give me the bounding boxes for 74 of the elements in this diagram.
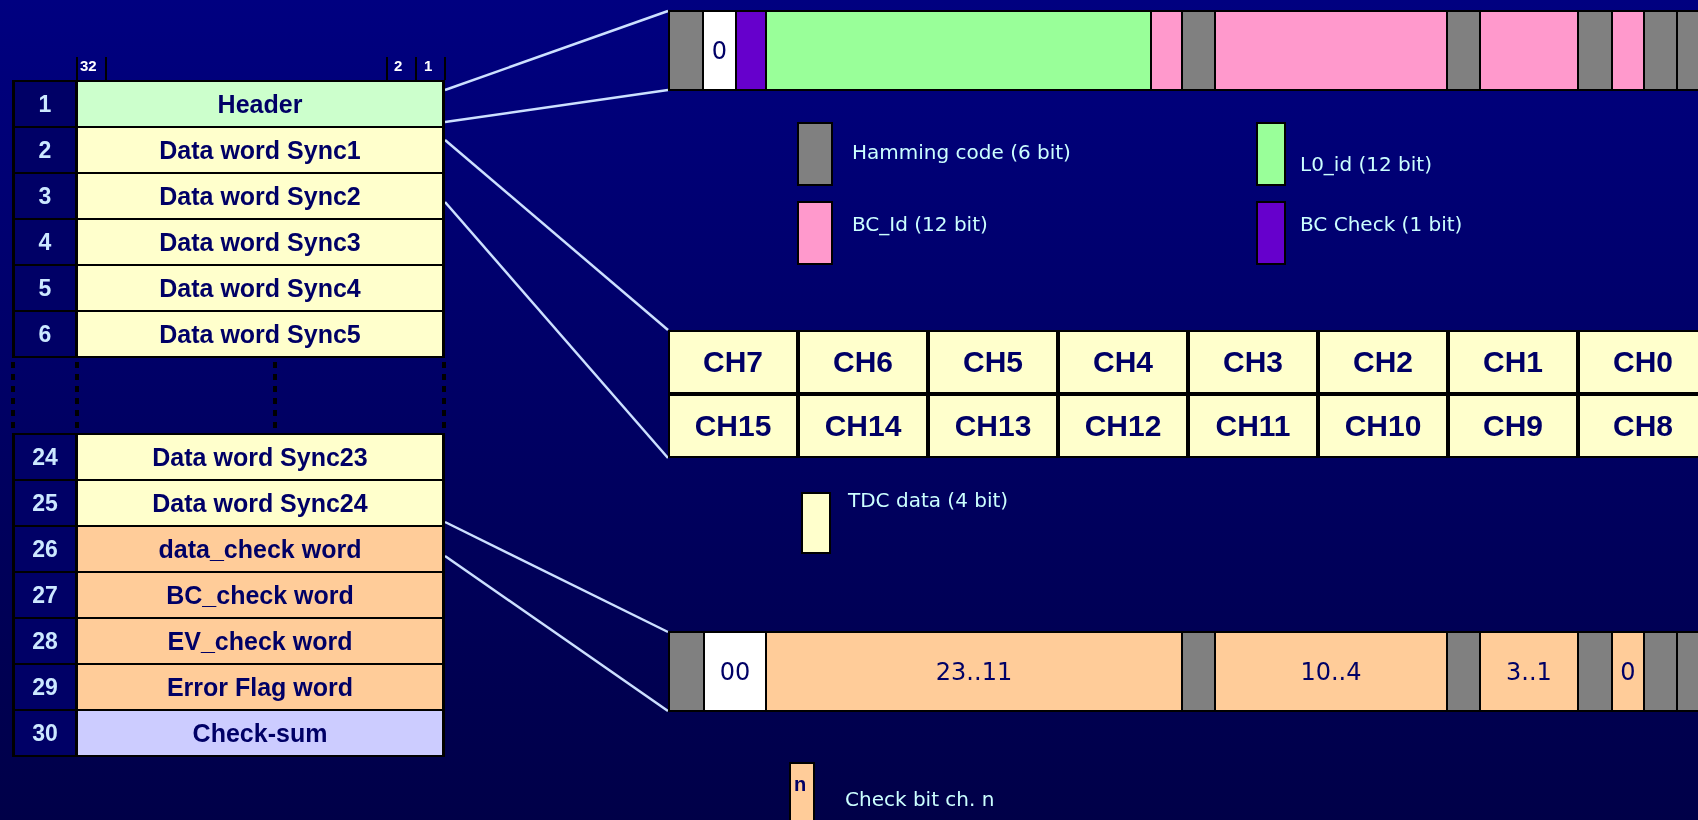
legend-label: Check bit ch. n [845,787,995,811]
channel-cell: CH8 [1580,396,1698,456]
register-row [12,126,445,174]
register-row [12,80,445,128]
field-name: BC_check word [78,573,442,617]
legend-label: BC_Id (12 bit) [852,212,988,236]
field-name: Check-sum [78,711,442,755]
field-name: Data word Sync3 [78,220,442,264]
channel-cell: CH15 [670,396,796,456]
register-row [12,172,445,220]
field-name: Data word Sync2 [78,174,442,218]
register-row [12,264,445,312]
register-row [12,709,445,757]
row-number: 26 [15,527,75,571]
channel-cell: CH6 [800,332,926,392]
expansion-line [444,139,669,331]
channel-cell: CH11 [1190,396,1316,456]
register-row [12,617,445,665]
row-number: 30 [15,711,75,755]
row-number: 28 [15,619,75,663]
channel-cell: CH10 [1320,396,1446,456]
row-number: 1 [15,82,75,126]
register-row [12,663,445,711]
channel-cell: CH5 [930,332,1056,392]
field-name: Data word Sync4 [78,266,442,310]
channel-cell: CH13 [930,396,1056,456]
row-number: 6 [15,312,75,356]
channel-cell: CH1 [1450,332,1576,392]
register-row [12,525,445,573]
legend-label: Hamming code (6 bit) [852,140,1071,164]
channel-cell: CH9 [1450,396,1576,456]
field-name: EV_check word [78,619,442,663]
field-name: data_check word [78,527,442,571]
row-number: 29 [15,665,75,709]
register-row [12,479,445,527]
row-number: 5 [15,266,75,310]
channel-cell: CH3 [1190,332,1316,392]
bit-number: 2 [394,57,403,74]
expansion-line [444,554,669,713]
channel-cell: CH12 [1060,396,1186,456]
row-number: 27 [15,573,75,617]
field-name: Data word Sync1 [78,128,442,172]
bit-field-bar [668,10,1698,91]
channel-cell: CH4 [1060,332,1186,392]
row-number: 3 [15,174,75,218]
expansion-line [444,201,669,459]
register-row [12,571,445,619]
bit-field-bar [668,631,1698,712]
row-number: 24 [15,435,75,479]
field-name: Data word Sync23 [78,435,442,479]
swatch-label: n [794,773,807,796]
expansion-line [444,9,669,92]
field-name: Error Flag word [78,665,442,709]
channel-table [668,330,1698,458]
field-name: Header [78,82,442,126]
channel-cell: CH7 [670,332,796,392]
channel-cell: CH14 [800,396,926,456]
bit-number: 32 [80,57,97,74]
register-row [12,433,445,481]
expansion-line [444,88,669,124]
legend-label: TDC data (4 bit) [848,488,1009,512]
legend-label: L0_id (12 bit) [1300,152,1432,176]
field-name: Data word Sync5 [78,312,442,356]
row-number: 2 [15,128,75,172]
expansion-line [444,520,669,634]
field-name: Data word Sync24 [78,481,442,525]
register-row [12,218,445,266]
bit-number: 1 [424,57,433,74]
row-number: 25 [15,481,75,525]
legend-label: BC Check (1 bit) [1300,212,1463,236]
row-number: 4 [15,220,75,264]
register-row [12,310,445,358]
channel-cell: CH0 [1580,332,1698,392]
channel-cell: CH2 [1320,332,1446,392]
